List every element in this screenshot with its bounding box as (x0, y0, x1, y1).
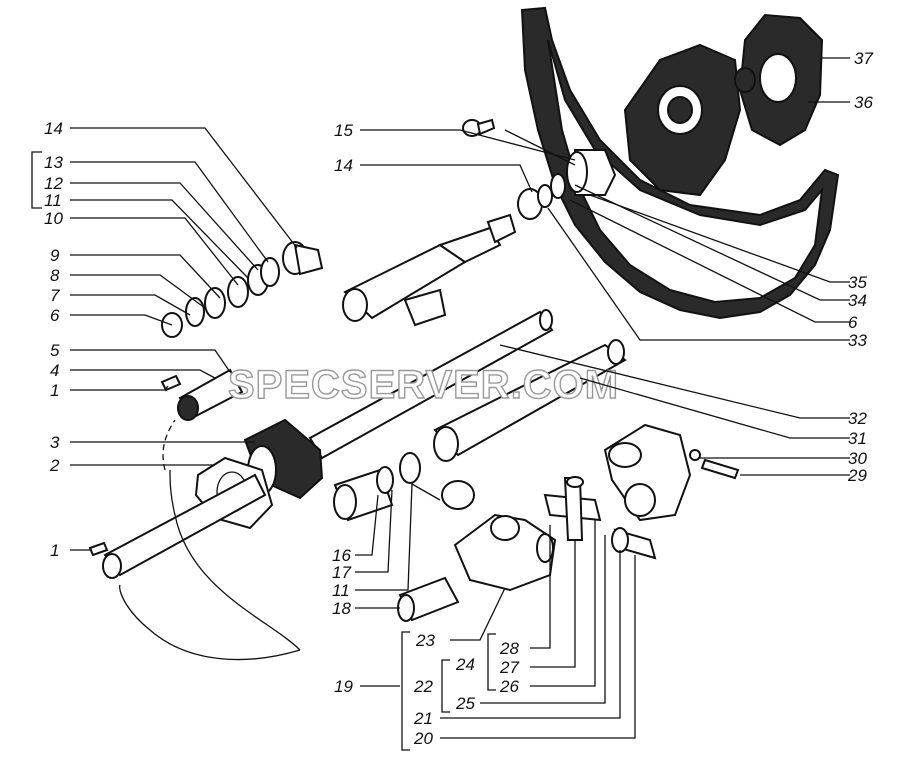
bushing-4 (177, 368, 244, 421)
cover-plate (734, 13, 824, 147)
label-9: 9 (50, 246, 60, 265)
label-3: 3 (50, 433, 60, 452)
label-25: 25 (455, 694, 475, 713)
key-1 (160, 374, 182, 392)
bushing-18 (397, 576, 460, 622)
upper-steering-shaft (342, 213, 517, 327)
label-34: 34 (848, 291, 867, 310)
ring-17 (376, 466, 394, 494)
leader-lines (31, 57, 850, 751)
label-1-lower: 1 (50, 541, 59, 560)
label-27: 27 (499, 658, 519, 677)
ring-stack (161, 241, 324, 338)
label-11-bottom: 11 (332, 581, 350, 600)
label-15: 15 (334, 121, 353, 140)
label-1: 1 (50, 381, 59, 400)
label-37: 37 (854, 49, 873, 68)
label-16: 16 (332, 546, 351, 565)
lower-shaft (102, 473, 267, 579)
label-26: 26 (499, 677, 519, 696)
watermark: SPECSERVER.COM (228, 363, 619, 407)
label-35: 35 (848, 273, 867, 292)
label-30: 30 (848, 449, 867, 468)
assembly-arrow-3 (169, 469, 301, 651)
label-19: 19 (334, 677, 353, 696)
label-18: 18 (332, 599, 351, 618)
ring-11 (399, 452, 421, 484)
label-29: 29 (847, 466, 867, 485)
tube-31 (433, 339, 627, 462)
label-17: 17 (332, 563, 351, 582)
label-6-right: 6 (848, 313, 858, 332)
bearing-housing (517, 149, 617, 220)
label-22: 22 (413, 677, 433, 696)
bearing-11 (441, 480, 475, 510)
screw-15 (462, 118, 496, 137)
label-10: 10 (44, 209, 63, 228)
cap-20 (611, 527, 657, 560)
label-12: 12 (44, 174, 63, 193)
cross-24 (543, 476, 602, 541)
label-21: 21 (413, 709, 433, 728)
label-14: 14 (44, 119, 63, 138)
label-33: 33 (848, 331, 867, 350)
label-8: 8 (50, 266, 60, 285)
assembly-arrow-1 (162, 419, 176, 471)
label-7: 7 (50, 286, 60, 305)
label-2: 2 (49, 456, 60, 475)
label-24: 24 (455, 655, 475, 674)
label-4: 4 (50, 361, 59, 380)
assembly-arrow-2 (119, 584, 301, 661)
label-5: 5 (50, 341, 60, 360)
yoke-23 (453, 513, 557, 592)
yoke-30 (603, 423, 740, 522)
label-14-top: 14 (334, 156, 353, 175)
label-23: 23 (415, 631, 435, 650)
label-32: 32 (848, 409, 867, 428)
key-1b (88, 541, 109, 557)
callout-labels: 14 13 12 11 10 9 8 7 6 5 4 1 3 2 1 15 14… (44, 49, 873, 748)
label-31: 31 (848, 429, 867, 448)
label-20: 20 (413, 729, 433, 748)
label-11: 11 (44, 191, 62, 210)
label-13: 13 (44, 153, 63, 172)
label-6: 6 (50, 306, 60, 325)
label-36: 36 (854, 93, 873, 112)
column-mount-bracket (520, 6, 840, 320)
label-28: 28 (499, 639, 519, 658)
